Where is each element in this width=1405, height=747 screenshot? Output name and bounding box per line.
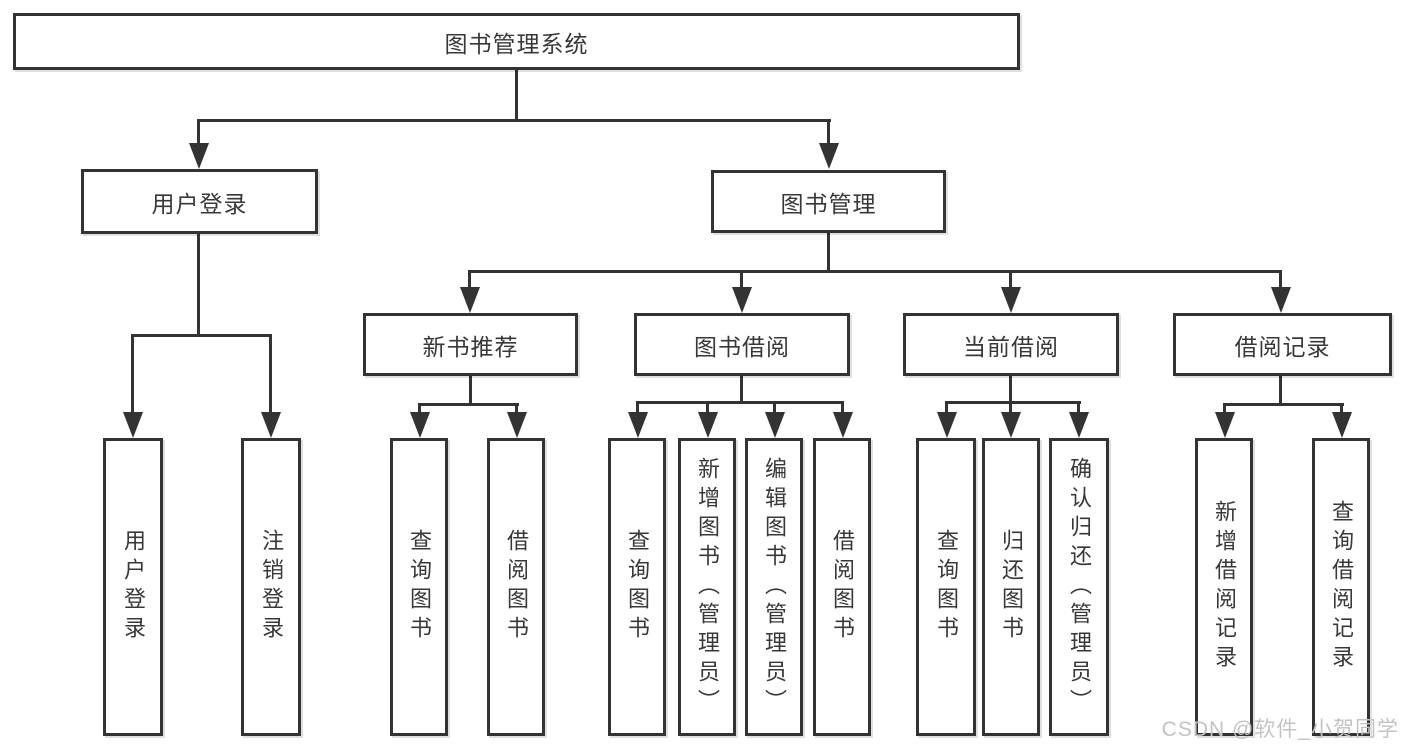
arrow-down-icon	[937, 412, 957, 438]
connector-root-drop-left	[197, 119, 200, 147]
arrow-down-icon	[698, 412, 718, 438]
connector-bookmgmt-drop	[1279, 270, 1282, 289]
connector-borrowing-stem	[740, 376, 743, 404]
connector-bookmgmt-drop	[468, 270, 471, 289]
leaf-confirm-return-admin: 确认归还（管理员）	[1049, 438, 1109, 736]
arrow-down-icon	[1069, 412, 1089, 438]
leaf-edit-book-admin: 编辑图书（管理员）	[745, 438, 803, 736]
connector-records-drop	[1223, 403, 1226, 414]
leaf-add-book-admin: 新增图书（管理员）	[678, 438, 736, 736]
connector-borrowing-drop	[773, 401, 776, 414]
connector-root-drop-right	[827, 119, 830, 147]
arrow-down-icon	[410, 412, 430, 438]
connector-records-stem	[1279, 376, 1282, 406]
arrow-down-icon	[1332, 412, 1352, 438]
connector-borrowing-bar	[636, 401, 844, 404]
connector-borrowing-drop	[636, 401, 639, 414]
node-current-borrowing: 当前借阅	[903, 313, 1119, 376]
arrow-down-icon	[189, 143, 209, 169]
arrow-down-icon	[1001, 287, 1021, 313]
node-user-login: 用户登录	[81, 169, 318, 234]
leaf-borrow-books-recommend: 借阅图书	[487, 438, 545, 736]
leaf-query-borrow-record: 查询借阅记录	[1312, 438, 1370, 736]
leaf-add-borrow-record: 新增借阅记录	[1195, 438, 1253, 736]
connector-current-drop	[1009, 401, 1012, 414]
node-book-management: 图书管理	[711, 170, 946, 233]
connector-bookmgmt-drop	[1009, 270, 1012, 289]
connector-records-drop	[1340, 403, 1343, 414]
leaf-user-login: 用户登录	[103, 438, 163, 736]
arrow-down-icon	[765, 412, 785, 438]
connector-bookmgmt-bar	[468, 270, 1282, 273]
leaf-query-books-recommend: 查询图书	[390, 438, 448, 736]
connector-userlogin-drop	[269, 334, 272, 414]
node-new-book-recommend: 新书推荐	[363, 313, 578, 376]
node-book-borrowing: 图书借阅	[634, 313, 850, 376]
arrow-down-icon	[1271, 287, 1291, 313]
leaf-query-books-current: 查询图书	[916, 438, 976, 736]
arrow-down-icon	[732, 287, 752, 313]
connector-root-bar	[197, 119, 831, 122]
leaf-return-books: 归还图书	[982, 438, 1040, 736]
connector-bookmgmt-stem	[827, 233, 830, 273]
connector-current-bar	[945, 401, 1081, 404]
connector-root-stem	[515, 70, 518, 121]
connector-borrowing-drop	[841, 401, 844, 414]
arrow-down-icon	[460, 287, 480, 313]
connector-current-stem	[1009, 376, 1012, 404]
leaf-query-books-borrowing: 查询图书	[608, 438, 666, 736]
leaf-logout: 注销登录	[241, 438, 301, 736]
arrow-down-icon	[507, 412, 527, 438]
arrow-down-icon	[833, 412, 853, 438]
connector-newbook-stem	[469, 376, 472, 406]
arrow-down-icon	[628, 412, 648, 438]
connector-userlogin-stem	[197, 234, 200, 337]
node-library-system: 图书管理系统	[13, 13, 1020, 70]
connector-records-bar	[1223, 403, 1344, 406]
arrow-down-icon	[123, 412, 143, 438]
connector-current-drop	[945, 401, 948, 414]
connector-newbook-drop	[418, 403, 421, 414]
arrow-down-icon	[261, 412, 281, 438]
connector-userlogin-drop	[131, 334, 134, 414]
connector-newbook-bar	[418, 403, 519, 406]
connector-current-drop	[1077, 401, 1080, 414]
connector-borrowing-drop	[706, 401, 709, 414]
arrow-down-icon	[1001, 412, 1021, 438]
node-borrowing-records: 借阅记录	[1173, 313, 1392, 376]
connector-bookmgmt-drop	[740, 270, 743, 289]
connector-userlogin-bar	[131, 334, 272, 337]
arrow-down-icon	[819, 143, 839, 169]
leaf-borrow-books-borrowing: 借阅图书	[813, 438, 871, 736]
connector-newbook-drop	[515, 403, 518, 414]
arrow-down-icon	[1215, 412, 1235, 438]
csdn-watermark: CSDN @软件_小贺同学	[1161, 718, 1399, 741]
